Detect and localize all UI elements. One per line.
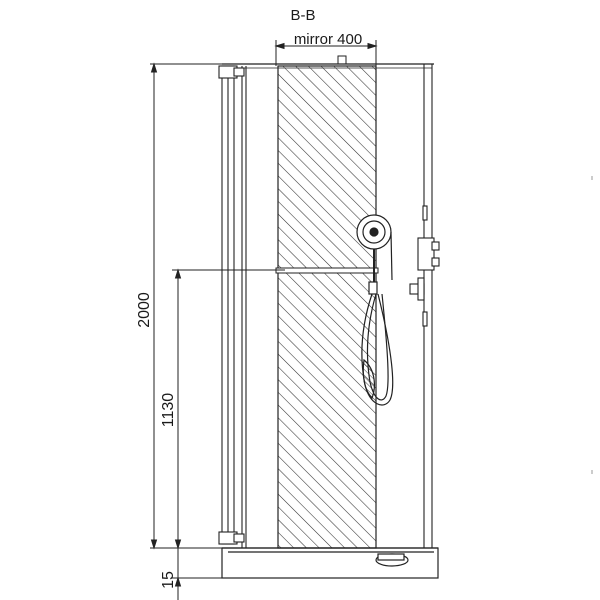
dimension-total <box>150 62 240 550</box>
dimension-mid <box>172 268 285 550</box>
section-label: B-B <box>290 7 315 24</box>
dimension-base <box>172 548 226 600</box>
glass-shelf <box>275 267 379 274</box>
side-wall <box>422 64 433 548</box>
dimension-base-label: 15 <box>160 571 177 589</box>
dimension-mid-label: 1130 <box>160 393 177 428</box>
dimension-total-label: 2000 <box>136 292 153 328</box>
mirror-panel <box>277 65 377 549</box>
mixer-valves <box>409 237 440 301</box>
shower-tray <box>221 547 439 579</box>
mirror-dimension <box>274 40 378 66</box>
shower-hose <box>361 281 394 406</box>
mirror-label: mirror 400 <box>294 31 362 48</box>
door-frame <box>218 65 247 548</box>
shower-head-icon <box>356 214 393 282</box>
